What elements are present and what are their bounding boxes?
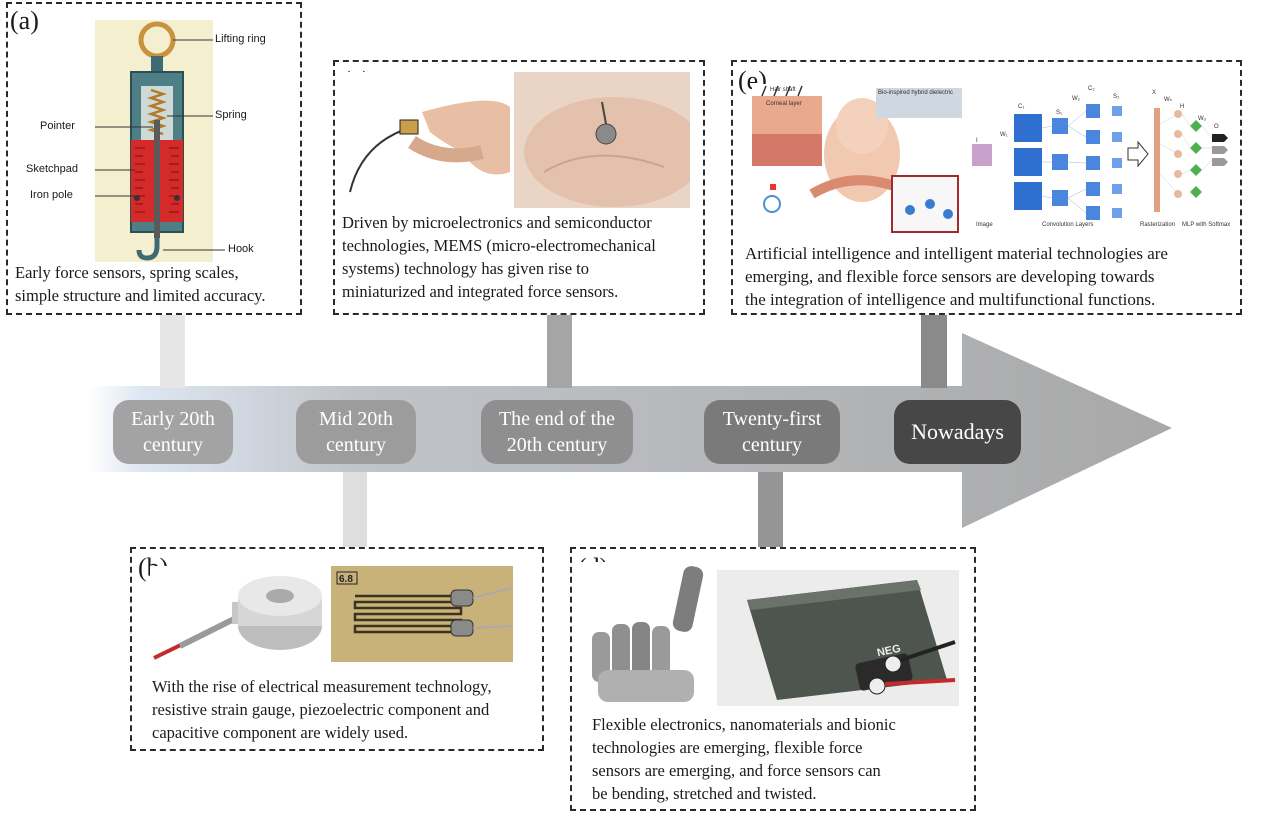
stem-d <box>758 472 783 548</box>
stage-pill-end-20th: The end of the 20th century <box>481 400 633 464</box>
lifting-ring <box>138 21 176 59</box>
panel-d-description: Flexible electronics, nanomaterials and … <box>592 715 896 803</box>
label-corneal-layer: Corneal layer <box>766 101 802 107</box>
stage-pill-early-20th: Early 20th century <box>113 400 233 464</box>
label-o: O <box>1214 124 1219 130</box>
panel-a-label: (a) <box>10 6 39 35</box>
robotic-hand-photo <box>578 562 712 706</box>
stage-pill-mid-20th: Mid 20th century <box>296 400 416 464</box>
panel-c-description: Driven by microelectronics and semicondu… <box>342 213 656 301</box>
callout-hook: Hook <box>228 243 254 255</box>
ring-link <box>151 56 163 72</box>
label-bio-inspired: Bio-inspired hybrid dielectric <box>878 90 954 96</box>
label-hair-shaft: Hair shaft <box>770 87 796 93</box>
label-s1: S₁ <box>1056 110 1063 116</box>
callout-iron-pole: Iron pole <box>30 189 73 201</box>
strain-gauge-label: 6.8 <box>339 574 353 585</box>
stem-a <box>160 313 185 388</box>
callout-lifting-ring: Lifting ring <box>215 33 266 45</box>
iron-pole <box>154 120 160 238</box>
hook <box>136 238 160 261</box>
stage-pill-nowadays: Nowadays <box>894 400 1021 464</box>
stem-b <box>343 472 367 548</box>
label-mlp: MLP with Softmax <box>1182 222 1231 228</box>
stem-c <box>547 313 572 388</box>
panel-a-description: Early force sensors, spring scales, simp… <box>15 263 266 305</box>
panel-b-description: With the rise of electrical measurement … <box>152 677 492 742</box>
label-image: Image <box>976 222 993 228</box>
panel-e-description: Artificial intelligence and intelligent … <box>745 244 1168 309</box>
spring-scale-drawing <box>95 21 225 261</box>
label-i: I <box>976 138 978 144</box>
cnn-diagram <box>970 84 1232 234</box>
label-c2: C₂ <box>1088 86 1095 92</box>
stem-e <box>921 313 947 388</box>
stage-pill-21st: Twenty-first century <box>704 400 840 464</box>
callout-sketchpad: Sketchpad <box>26 163 78 175</box>
flexible-sensor-photo <box>717 570 959 706</box>
callout-spring: Spring <box>215 109 247 121</box>
label-w2: W₂ <box>1072 96 1080 102</box>
mems-sensor-palm-photo <box>514 72 690 208</box>
load-cell-photo <box>150 566 326 666</box>
label-conv-layers: Convolution Layers <box>1042 222 1094 228</box>
label-s2: S₂ <box>1113 94 1120 100</box>
label-wo: Wₒ <box>1198 116 1206 122</box>
label-h: H <box>1180 104 1185 110</box>
label-w1: W₁ <box>1000 132 1008 138</box>
label-wh: Wₕ <box>1164 97 1173 103</box>
label-c1: C₁ <box>1018 104 1025 110</box>
strain-gauge-photo <box>331 566 513 662</box>
spring-coil <box>147 88 167 136</box>
bio-inspired-sensor-figure <box>752 84 964 234</box>
callout-pointer: Pointer <box>40 120 75 132</box>
mems-sensor-fingers-photo <box>342 72 510 208</box>
label-x: X <box>1152 90 1157 96</box>
label-rasterization: Rasterization <box>1140 222 1176 228</box>
